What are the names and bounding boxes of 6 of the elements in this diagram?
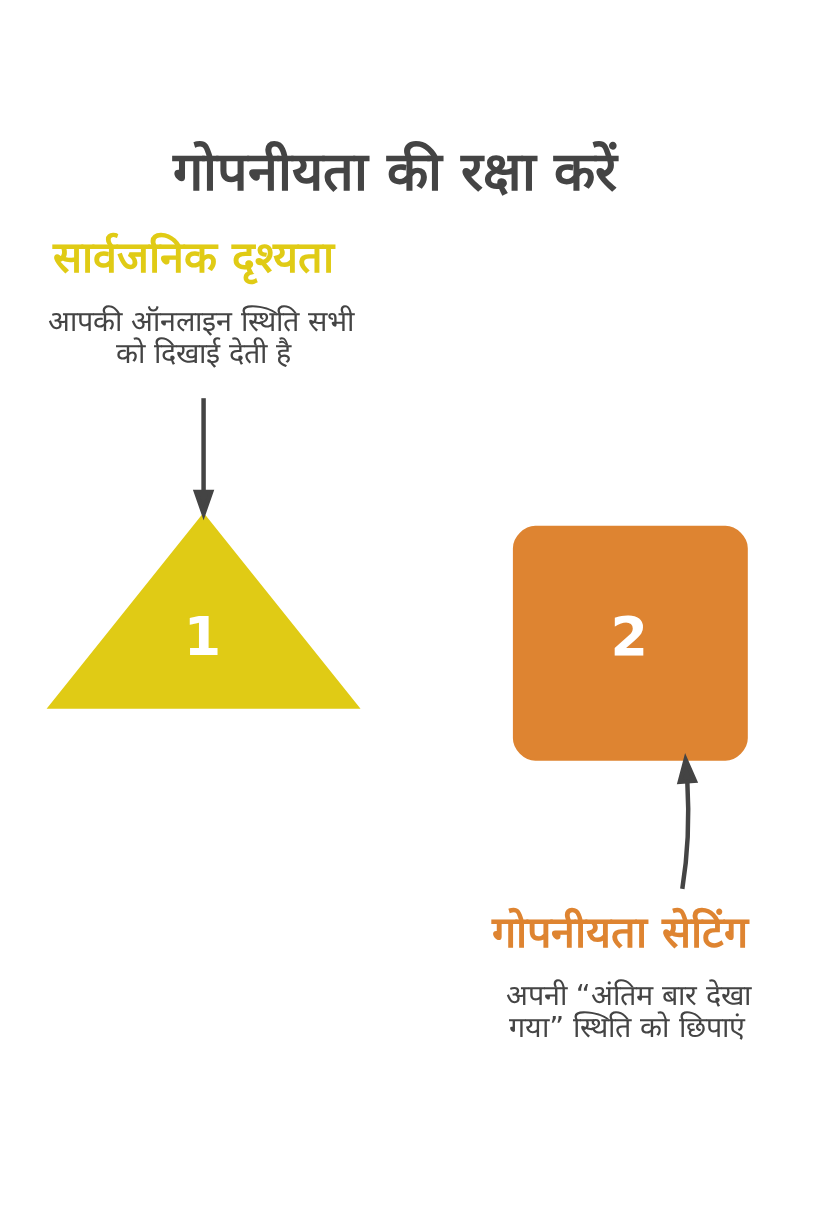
arrow (676, 753, 699, 890)
diagram-title: गोपनीयता की रक्षा करें (173, 139, 618, 203)
node-text: गोपनीयता सेटिंग अपनी “अंतिम बार देखा गया” स्थिति को छिपाएं (492, 906, 751, 1045)
node-text: सार्वजनिक दृश्यता आपकी ऑनलाइन स्थिति सभी को दिखाई देती है (47, 232, 354, 371)
node-box: 2 (512, 525, 748, 761)
arrow (192, 398, 215, 521)
